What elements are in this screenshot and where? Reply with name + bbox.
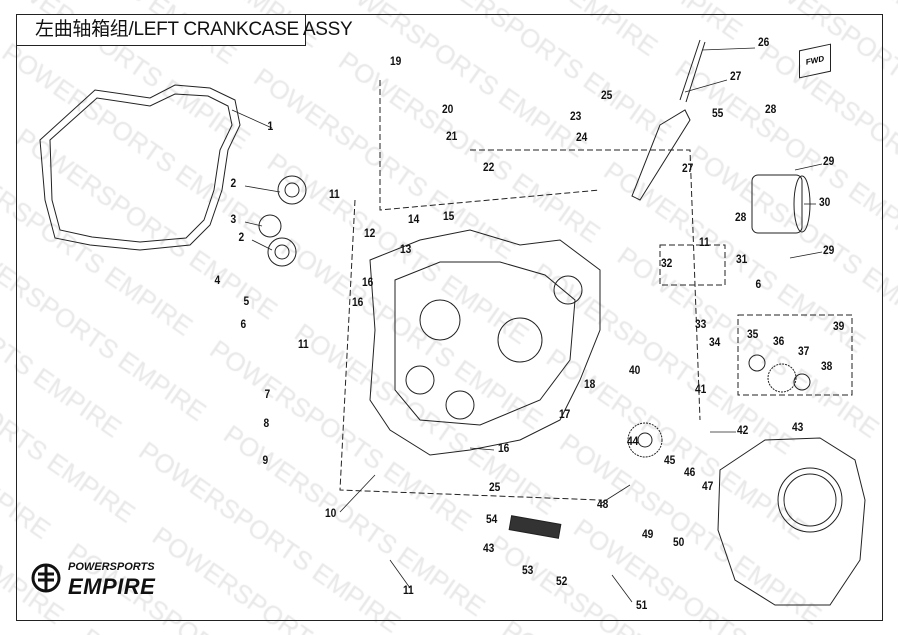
- diagram-title: 左曲轴箱组/LEFT CRANKCASE ASSY: [16, 14, 353, 46]
- callout: 44: [627, 434, 639, 448]
- callout: 25: [489, 480, 501, 494]
- callout: 11: [297, 337, 309, 351]
- callout: 2: [238, 230, 245, 244]
- callout: 7: [264, 387, 271, 401]
- callout: 19: [390, 54, 402, 68]
- callout: 16: [362, 275, 374, 289]
- callout: 36: [773, 334, 785, 348]
- callout: 51: [636, 598, 648, 612]
- callout: 50: [673, 535, 685, 549]
- callout: 34: [709, 335, 721, 349]
- callout: 11: [328, 187, 340, 201]
- callout: 39: [833, 319, 845, 333]
- callout: 8: [263, 416, 270, 430]
- callout: 42: [737, 423, 749, 437]
- oil-filter: [751, 174, 803, 234]
- callout: 33: [695, 317, 707, 331]
- callout: 29: [823, 154, 835, 168]
- callout: 6: [240, 317, 247, 331]
- right-gasket: [717, 437, 866, 606]
- callout: 16: [498, 441, 510, 455]
- callout: 43: [792, 420, 804, 434]
- callout: 23: [570, 109, 582, 123]
- callout: 5: [243, 294, 250, 308]
- callout: 3: [230, 212, 237, 226]
- callout: 43: [483, 541, 495, 555]
- callout: 28: [765, 102, 777, 116]
- callout: 54: [486, 512, 498, 526]
- callout: 15: [443, 209, 455, 223]
- callout: 24: [576, 130, 588, 144]
- callout: 28: [735, 210, 747, 224]
- callout: 9: [262, 453, 269, 467]
- callout: 11: [402, 583, 414, 597]
- callout: 6: [755, 277, 762, 291]
- callout: 21: [446, 129, 458, 143]
- callout: 1: [267, 119, 274, 133]
- callout: 25: [601, 88, 613, 102]
- left-gasket: [39, 84, 241, 251]
- callout: 13: [400, 242, 412, 256]
- logo-line1: POWERSPORTS: [68, 561, 155, 573]
- callout: 17: [559, 407, 571, 421]
- callout: 46: [684, 465, 696, 479]
- callout: 27: [730, 69, 742, 83]
- crankcase: [369, 229, 601, 456]
- dipstick: [679, 39, 701, 101]
- brand-logo: POWERSPORTS EMPIRE: [28, 560, 155, 600]
- callout: 37: [798, 344, 810, 358]
- callout: 41: [695, 382, 707, 396]
- callout: 14: [408, 212, 420, 226]
- callout: 11: [698, 235, 710, 249]
- callout: 55: [712, 106, 724, 120]
- callout: 30: [819, 195, 831, 209]
- callout: 20: [442, 102, 454, 116]
- callout: 10: [325, 506, 337, 520]
- callout: 2: [230, 176, 237, 190]
- logo-line2: EMPIRE: [68, 574, 156, 599]
- logo-emblem: [31, 563, 61, 593]
- callout: 12: [364, 226, 376, 240]
- callout: 48: [597, 497, 609, 511]
- callout: 52: [556, 574, 568, 588]
- callout: 49: [642, 527, 654, 541]
- callout: 31: [736, 252, 748, 266]
- callout: 27: [682, 161, 694, 175]
- callout: 45: [664, 453, 676, 467]
- callout: 47: [702, 479, 714, 493]
- callout: 4: [214, 273, 221, 287]
- oil-screen: [508, 515, 562, 539]
- callout: 40: [629, 363, 641, 377]
- callout: 16: [352, 295, 364, 309]
- diagram-frame: [16, 14, 883, 621]
- callout: 38: [821, 359, 833, 373]
- callout: 22: [483, 160, 495, 174]
- callout: 32: [661, 256, 673, 270]
- callout: 53: [522, 563, 534, 577]
- callout: 29: [823, 243, 835, 257]
- callout: 35: [747, 327, 759, 341]
- callout: 26: [758, 35, 770, 49]
- callout: 18: [584, 377, 596, 391]
